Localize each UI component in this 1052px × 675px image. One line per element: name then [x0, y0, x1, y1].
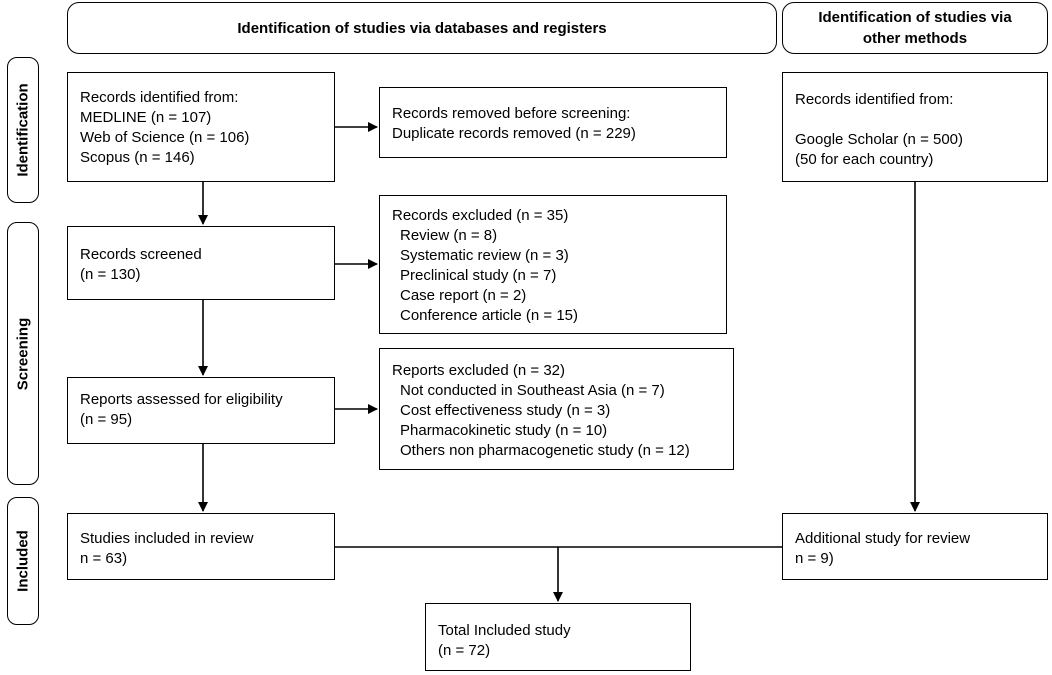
records-excluded-box: Records excluded (n = 35) Review (n = 8)… — [379, 195, 727, 334]
header-other-methods: Identification of studies via other meth… — [782, 2, 1048, 54]
records-removed-box: Records removed before screening: Duplic… — [379, 87, 727, 158]
reports-excluded-box: Reports excluded (n = 32) Not conducted … — [379, 348, 734, 470]
phase-identification: Identification — [7, 57, 39, 203]
reports-assessed-box: Reports assessed for eligibility (n = 95… — [67, 377, 335, 444]
reports-excluded-southeast-asia: Not conducted in Southeast Asia (n = 7) — [400, 382, 665, 399]
other-records-identified-box: Records identified from: Google Scholar … — [782, 72, 1048, 182]
total-included-title: Total Included study — [438, 622, 571, 639]
records-screened-box: Records screened (n = 130) — [67, 226, 335, 300]
records-excluded-case-report: Case report (n = 2) — [400, 287, 527, 304]
other-records-note: (50 for each country) — [795, 151, 934, 168]
records-removed-title: Records removed before screening: — [392, 105, 631, 122]
reports-excluded-non-pharmacogenetic: Others non pharmacogenetic study (n = 12… — [400, 442, 690, 459]
records-screened-count: (n = 130) — [80, 266, 141, 283]
additional-study-box: Additional study for review n = 9) — [782, 513, 1048, 580]
additional-study-title: Additional study for review — [795, 530, 971, 547]
records-excluded-review: Review (n = 8) — [400, 227, 498, 244]
records-identified-box: Records identified from: MEDLINE (n = 10… — [67, 72, 335, 182]
additional-study-count: n = 9) — [795, 550, 834, 567]
records-excluded-systematic-review: Systematic review (n = 3) — [400, 247, 569, 264]
studies-included-count: n = 63) — [80, 550, 128, 567]
header-databases-text: Identification of studies via databases … — [237, 19, 607, 37]
header-databases: Identification of studies via databases … — [67, 2, 777, 54]
records-excluded-preclinical: Preclinical study (n = 7) — [400, 267, 557, 284]
records-identified-scopus: Scopus (n = 146) — [80, 149, 195, 166]
total-included-count: (n = 72) — [438, 642, 491, 659]
reports-excluded-pharmacokinetic: Pharmacokinetic study (n = 10) — [400, 422, 608, 439]
total-included-box: Total Included study (n = 72) — [425, 603, 691, 671]
records-excluded-title: Records excluded (n = 35) — [392, 207, 569, 224]
other-records-google-scholar: Google Scholar (n = 500) — [795, 131, 964, 148]
header-other-line2: other methods — [862, 30, 968, 47]
studies-included-box: Studies included in review n = 63) — [67, 513, 335, 580]
records-identified-wos: Web of Science (n = 106) — [80, 129, 250, 146]
reports-assessed-count: (n = 95) — [80, 411, 133, 428]
phase-screening: Screening — [7, 222, 39, 485]
records-excluded-conference: Conference article (n = 15) — [400, 307, 579, 324]
reports-assessed-title: Reports assessed for eligibility — [80, 391, 283, 408]
reports-excluded-title: Reports excluded (n = 32) — [392, 362, 566, 379]
phase-included: Included — [7, 497, 39, 625]
studies-included-title: Studies included in review — [80, 530, 254, 547]
reports-excluded-cost-effectiveness: Cost effectiveness study (n = 3) — [400, 402, 611, 419]
records-screened-title: Records screened — [80, 246, 202, 263]
records-identified-title: Records identified from: — [80, 89, 239, 106]
records-removed-duplicates: Duplicate records removed (n = 229) — [392, 125, 636, 142]
other-records-identified-title: Records identified from: — [795, 91, 954, 108]
records-identified-medline: MEDLINE (n = 107) — [80, 109, 212, 126]
header-other-line1: Identification of studies via — [818, 9, 1012, 26]
